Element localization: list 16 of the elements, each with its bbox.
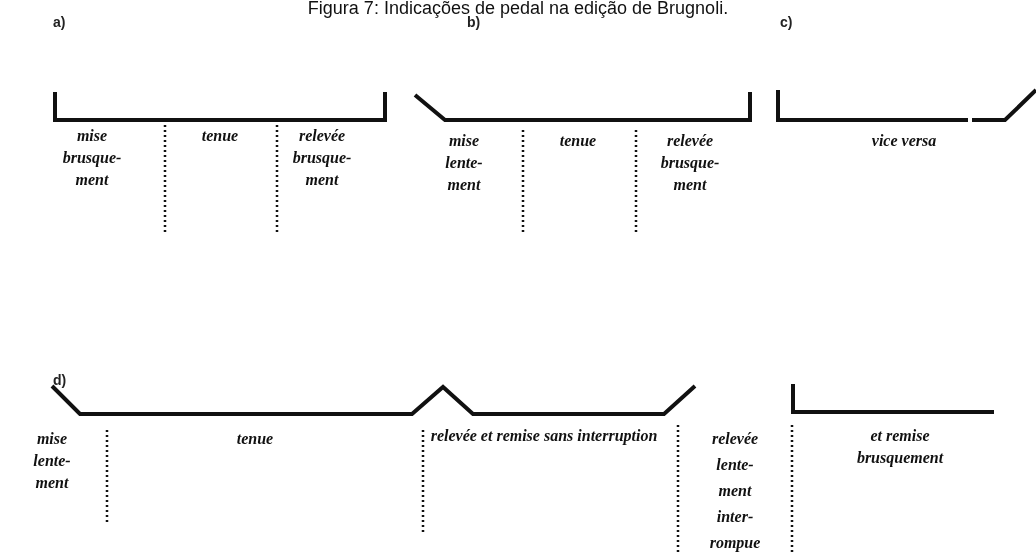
pedal-annotation: mise lente- ment bbox=[445, 131, 483, 195]
pedal-annotation: tenue bbox=[201, 126, 239, 146]
panel-label: a) bbox=[53, 14, 66, 30]
pedal-annotation: relevée et remise sans interruption bbox=[429, 426, 659, 447]
panel-label: c) bbox=[780, 14, 793, 30]
pedal-annotation: relevée brusque- ment bbox=[660, 131, 720, 195]
pedal-annotation: tenue bbox=[559, 131, 597, 151]
panel-label: d) bbox=[53, 372, 67, 388]
pedal-annotation: vice versa bbox=[871, 131, 937, 151]
pedal-annotation: tenue bbox=[236, 429, 274, 449]
pedal-annotation: relevée lente- ment inter- rompue bbox=[709, 429, 761, 554]
pedal-annotation: mise lente- ment bbox=[33, 429, 71, 493]
pedal-annotation: et remise brusquement bbox=[855, 426, 945, 469]
panel-label: b) bbox=[467, 14, 481, 30]
pedal-annotation: relevée brusque- ment bbox=[292, 126, 352, 190]
pedal-annotation: mise brusque- ment bbox=[62, 126, 122, 190]
